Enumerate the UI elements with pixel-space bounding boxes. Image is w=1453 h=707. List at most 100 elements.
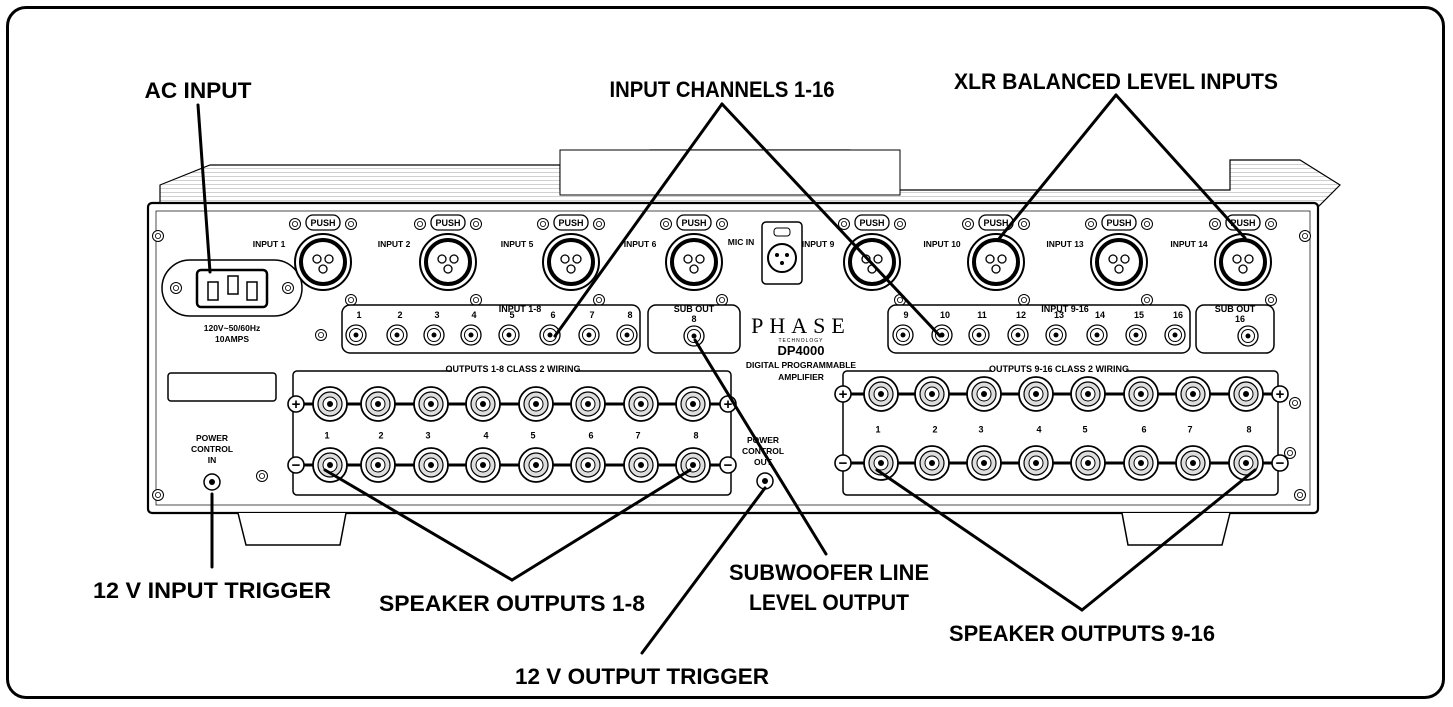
sub-out-jack-left: [683, 325, 705, 347]
callout-12v-input-trigger: 12 V INPUT TRIGGER: [93, 578, 331, 603]
rca-number: 15: [1134, 310, 1144, 320]
callout-labels: AC INPUT INPUT CHANNELS 1-16 XLR BALANCE…: [93, 69, 1278, 689]
xlr-label: INPUT 6: [624, 239, 657, 249]
leader-output-trigger: [640, 486, 767, 655]
leader-speaker-1-8-a: [323, 468, 514, 582]
xlr-input-4: PUSH INPUT 6: [624, 214, 728, 306]
output-number: 3: [425, 431, 430, 441]
binding-post-positive: [518, 386, 554, 422]
xlr-label: INPUT 13: [1046, 239, 1084, 249]
rca-number: 12: [1016, 310, 1026, 320]
power-in-line2: CONTROL: [191, 444, 233, 454]
rca-number: 16: [1173, 310, 1183, 320]
callout-speaker-outputs-1-8: SPEAKER OUTPUTS 1-8: [379, 591, 645, 616]
brand-subtitle: TECHNOLOGY: [778, 338, 823, 344]
callout-xlr-inputs: XLR BALANCED LEVEL INPUTS: [954, 69, 1278, 94]
power-in-line1: POWER: [196, 433, 228, 443]
speaker-panel-9-16: [842, 370, 1279, 496]
output-number: 5: [1082, 425, 1087, 435]
push-label: PUSH: [558, 218, 583, 228]
polarity-marker: +: [292, 396, 301, 413]
binding-post-negative: [1175, 445, 1211, 481]
binding-post-positive: [966, 376, 1002, 412]
push-label: PUSH: [681, 218, 706, 228]
push-label: PUSH: [435, 218, 460, 228]
xlr-label: INPUT 14: [1170, 239, 1208, 249]
rca-number: 5: [509, 310, 514, 320]
rca-jack-9: [892, 324, 914, 346]
output-number: 1: [324, 431, 329, 441]
rca-panel-9-16: [887, 304, 1191, 354]
rca-jack-13: [1045, 324, 1067, 346]
power-in-line3: IN: [208, 455, 217, 465]
binding-post-positive: [863, 376, 899, 412]
callout-subwoofer-level: LEVEL OUTPUT: [749, 590, 910, 615]
push-label: PUSH: [1106, 218, 1131, 228]
callout-speaker-outputs-9-16: SPEAKER OUTPUTS 9-16: [949, 621, 1215, 646]
leader-speaker-9-16-a: [875, 468, 1084, 612]
rca-number: 9: [903, 310, 908, 320]
rca-number: 8: [627, 310, 632, 320]
binding-post-negative: [518, 447, 554, 483]
output-number: 2: [932, 425, 937, 435]
output-number: 8: [693, 431, 698, 441]
leader-speaker-1-8-b: [510, 468, 692, 582]
binding-post-positive: [465, 386, 501, 422]
binding-post-positive: [914, 376, 950, 412]
rca-jack-7: [578, 324, 600, 346]
binding-post-negative: [623, 447, 659, 483]
serial-label-plate: [167, 372, 277, 402]
output-number: 4: [1036, 425, 1041, 435]
brand-logo: PHASE: [751, 313, 851, 338]
binding-post-negative: [1123, 445, 1159, 481]
binding-post-negative: [863, 445, 899, 481]
xlr-label: INPUT 2: [378, 239, 411, 249]
binding-post-negative: [1018, 445, 1054, 481]
polarity-marker: −: [292, 457, 301, 474]
binding-post-positive: [1070, 376, 1106, 412]
leader-xlr-a: [996, 93, 1118, 242]
outputs-1-8-label: OUTPUTS 1-8 CLASS 2 WIRING: [445, 364, 580, 374]
callout-subwoofer-line: SUBWOOFER LINE: [729, 560, 929, 585]
rca-number: 7: [589, 310, 594, 320]
binding-post-negative: [465, 447, 501, 483]
polarity-marker: +: [1276, 386, 1285, 403]
heatsink: [159, 149, 1341, 216]
rca-number: 3: [434, 310, 439, 320]
callout-12v-output-trigger: 12 V OUTPUT TRIGGER: [515, 664, 769, 689]
binding-post-positive: [623, 386, 659, 422]
output-number: 5: [530, 431, 535, 441]
xlr-input-7: PUSH INPUT 13: [1046, 214, 1153, 306]
output-number: 2: [378, 431, 383, 441]
output-number: 1: [875, 425, 880, 435]
mic-in-connector: MIC IN: [728, 221, 803, 285]
rca-jack-5: [498, 324, 520, 346]
binding-post-negative: [312, 447, 348, 483]
diagram-frame: [6, 6, 1445, 699]
output-number: 6: [588, 431, 593, 441]
callout-input-channels: INPUT CHANNELS 1-16: [610, 77, 835, 102]
rca-jack-4: [460, 324, 482, 346]
binding-post-positive: [312, 386, 348, 422]
ac-rating-line2: 10AMPS: [215, 334, 249, 344]
push-label: PUSH: [310, 218, 335, 228]
rca-number: 1: [356, 310, 361, 320]
binding-post-negative: [914, 445, 950, 481]
sub-out-right-label: SUB OUT: [1215, 304, 1256, 314]
input-9-16-label: INPUT 9-16: [1041, 304, 1089, 314]
binding-post-negative: [1070, 445, 1106, 481]
output-number: 6: [1141, 425, 1146, 435]
rca-jack-2: [386, 324, 408, 346]
xlr-label: INPUT 10: [923, 239, 961, 249]
rca-jack-14: [1086, 324, 1108, 346]
model-number: DP4000: [778, 343, 825, 358]
speaker-panel-1-8: [292, 370, 732, 496]
leader-xlr-b: [1114, 93, 1247, 240]
binding-post-positive: [413, 386, 449, 422]
callout-ac-input: AC INPUT: [145, 78, 253, 103]
